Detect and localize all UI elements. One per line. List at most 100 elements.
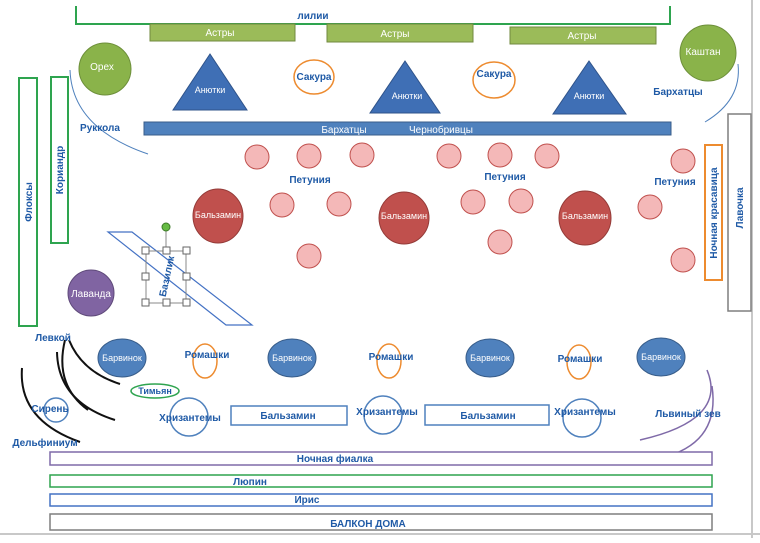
- koriandr-bed[interactable]: Кориандр: [50, 76, 69, 244]
- barvinok-bed-1[interactable]: Барвинок: [97, 338, 147, 378]
- romashki-label-3: Ромашки: [558, 354, 603, 365]
- barkhattsy-corner-label: Бархатцы: [653, 87, 702, 98]
- sakura-label-2: Сакура: [476, 69, 511, 80]
- anyutki-label-1: Анютки: [195, 85, 226, 95]
- barvinok-label-2: Барвинок: [272, 353, 312, 363]
- floksy-bed[interactable]: Флоксы: [18, 77, 38, 327]
- balzamin-bush-1[interactable]: Бальзамин: [192, 188, 244, 244]
- nochnaya-fialka-label: Ночная фиалка: [297, 453, 374, 465]
- lilii-bed[interactable]: лилии: [75, 6, 671, 25]
- balzamin-bed-label-2: Бальзамин: [460, 411, 515, 422]
- sakura-tree-1[interactable]: Сакура: [293, 59, 335, 95]
- iris-bed[interactable]: Ирис: [49, 493, 713, 507]
- balzamin-bush-label-3: Бальзамин: [562, 211, 608, 221]
- balzamin-bed-1[interactable]: Бальзамин: [230, 405, 348, 426]
- kashtan-tree[interactable]: Каштан: [679, 24, 737, 82]
- petuniya-plant[interactable]: [296, 243, 322, 269]
- petuniya-plant[interactable]: [637, 194, 663, 220]
- resize-handle[interactable]: [141, 298, 150, 307]
- petuniya-plant[interactable]: [487, 229, 513, 255]
- khrizantemy-bed-1[interactable]: Хризантемы: [159, 397, 221, 437]
- barvinok-label-4: Барвинок: [641, 352, 681, 362]
- petuniya-plant[interactable]: [269, 192, 295, 218]
- kashtan-label: Каштан: [686, 47, 721, 58]
- nochnaya-fialka-bed[interactable]: Ночная фиалка: [49, 451, 713, 466]
- anyutki-label-3: Анютки: [574, 91, 605, 101]
- anyutki-bed-3[interactable]: Анютки: [552, 60, 627, 115]
- romashki-bed-2[interactable]: Ромашки: [369, 343, 414, 379]
- resize-handle[interactable]: [141, 272, 150, 281]
- balzamin-bed-2[interactable]: Бальзамин: [424, 404, 550, 426]
- bazilik-label: Базилик: [158, 254, 178, 298]
- petuniya-plant[interactable]: [670, 148, 696, 174]
- orekh-tree[interactable]: Орех: [78, 42, 132, 96]
- resize-handle[interactable]: [162, 298, 171, 307]
- astry-bed-2[interactable]: Астры: [326, 23, 474, 43]
- petuniya-label-1: Петуния: [289, 175, 331, 186]
- rotate-handle[interactable]: [161, 222, 171, 232]
- kashtan-canopy-arc: [704, 63, 739, 123]
- romashki-bed-3[interactable]: Ромашки: [558, 344, 603, 380]
- romashki-label-2: Ромашки: [369, 352, 414, 363]
- barvinok-bed-2[interactable]: Барвинок: [267, 338, 317, 378]
- barkhattsy-chernobrivtsy-bed[interactable]: Бархатцы Чернобривцы: [143, 121, 672, 136]
- lavanda-bush[interactable]: Лаванда: [67, 269, 115, 317]
- khrizantemy-bed-2[interactable]: Хризантемы: [356, 395, 418, 435]
- astry-bed-1[interactable]: Астры: [149, 23, 296, 42]
- anyutki-bed-1[interactable]: Анютки: [172, 53, 248, 111]
- resize-handle[interactable]: [141, 246, 150, 255]
- iris-label: Ирис: [294, 495, 319, 506]
- bazilik-bed[interactable]: [106, 231, 254, 326]
- romashki-label-1: Ромашки: [185, 350, 230, 361]
- petuniya-plant[interactable]: [349, 142, 375, 168]
- balzamin-bush-3[interactable]: Бальзамин: [558, 190, 612, 246]
- petuniya-plant[interactable]: [436, 143, 462, 169]
- levkoy-label: Левкой: [35, 333, 71, 344]
- nochnaya-krasavitsa-label: Ночная красавица: [709, 167, 720, 259]
- anyutki-bed-2[interactable]: Анютки: [369, 60, 441, 114]
- barvinok-bed-3[interactable]: Барвинок: [465, 338, 515, 378]
- resize-handle[interactable]: [182, 298, 191, 307]
- resize-handle[interactable]: [162, 246, 171, 255]
- petuniya-label-3: Петуния: [654, 177, 696, 188]
- barvinok-bed-4[interactable]: Барвинок: [636, 337, 686, 377]
- lavanda-label: Лаванда: [71, 289, 111, 300]
- resize-handle[interactable]: [182, 272, 191, 281]
- resize-handle[interactable]: [182, 246, 191, 255]
- romashki-bed-1[interactable]: Ромашки: [185, 343, 230, 379]
- barvinok-label-3: Барвинок: [470, 353, 510, 363]
- astry-bed-3[interactable]: Астры: [509, 26, 657, 45]
- sakura-tree-2[interactable]: Сакура: [472, 61, 516, 99]
- petuniya-plant[interactable]: [244, 144, 270, 170]
- siren-label: Сирень: [31, 404, 68, 415]
- balzamin-bush-label-1: Бальзамин: [195, 210, 241, 220]
- petuniya-label-2: Петуния: [484, 172, 526, 183]
- koriandr-label: Кориандр: [55, 146, 66, 195]
- timyan-bed[interactable]: Тимьян: [130, 383, 180, 399]
- petuniya-plant[interactable]: [670, 247, 696, 273]
- lavochka-bench[interactable]: Лавочка: [727, 113, 752, 312]
- balkon-doma[interactable]: БАЛКОН ДОМА: [49, 513, 713, 531]
- astry-label-1: Астры: [206, 28, 235, 39]
- petuniya-plant[interactable]: [296, 143, 322, 169]
- orekh-canopy-arc: [69, 69, 149, 155]
- khrizantemy-label-1: Хризантемы: [159, 413, 221, 424]
- khrizantemy-bed-3[interactable]: Хризантемы: [554, 398, 616, 438]
- orekh-label: Орех: [90, 62, 114, 73]
- balzamin-bush-label-2: Бальзамин: [381, 211, 427, 221]
- barvinok-label-1: Барвинок: [102, 353, 142, 363]
- levkoy-arcs[interactable]: [20, 339, 121, 443]
- petuniya-plant[interactable]: [534, 143, 560, 169]
- barkhattsy-bar-label: Бархатцы: [321, 125, 366, 136]
- lyupin-bed[interactable]: Люпин: [49, 474, 713, 488]
- petuniya-plant[interactable]: [508, 188, 534, 214]
- balzamin-bush-2[interactable]: Бальзамин: [378, 191, 430, 245]
- balkon-doma-label: БАЛКОН ДОМА: [330, 519, 406, 530]
- petuniya-plant[interactable]: [326, 191, 352, 217]
- nochnaya-krasavitsa-bed[interactable]: Ночная красавица: [704, 144, 723, 281]
- petuniya-plant[interactable]: [460, 189, 486, 215]
- petuniya-group: [244, 142, 696, 273]
- siren-bush[interactable]: Сирень: [31, 397, 69, 423]
- petuniya-plant[interactable]: [487, 142, 513, 168]
